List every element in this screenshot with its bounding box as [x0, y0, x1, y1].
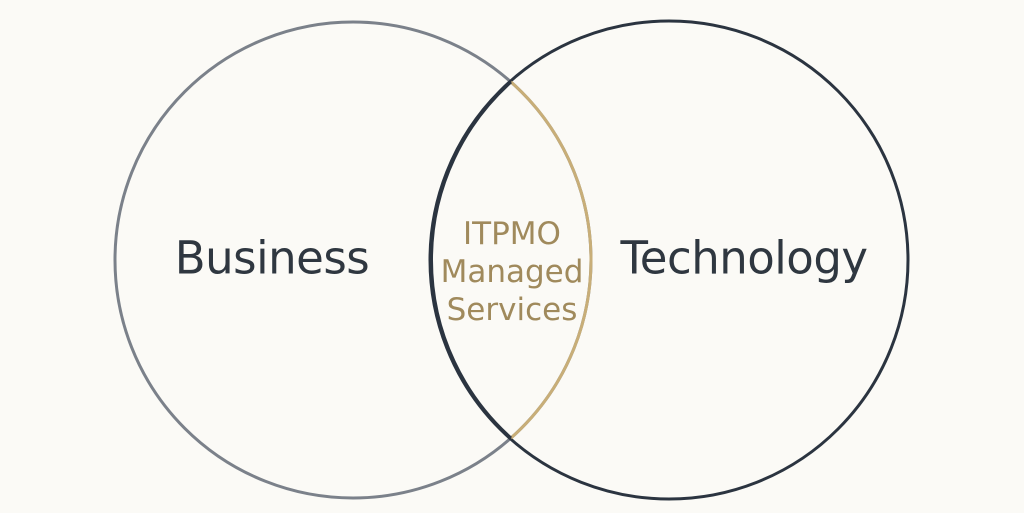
intersection-line-3: Services: [446, 292, 578, 328]
intersection-label: ITPMO Managed Services: [441, 215, 584, 329]
intersection-line-2: Managed: [440, 254, 584, 290]
intersection-arc-left: [429, 80, 513, 440]
intersection-arc-right: [510, 80, 593, 440]
technology-label: Technology: [620, 231, 868, 285]
business-label: Business: [174, 231, 370, 285]
intersection-line-1: ITPMO: [463, 216, 561, 252]
